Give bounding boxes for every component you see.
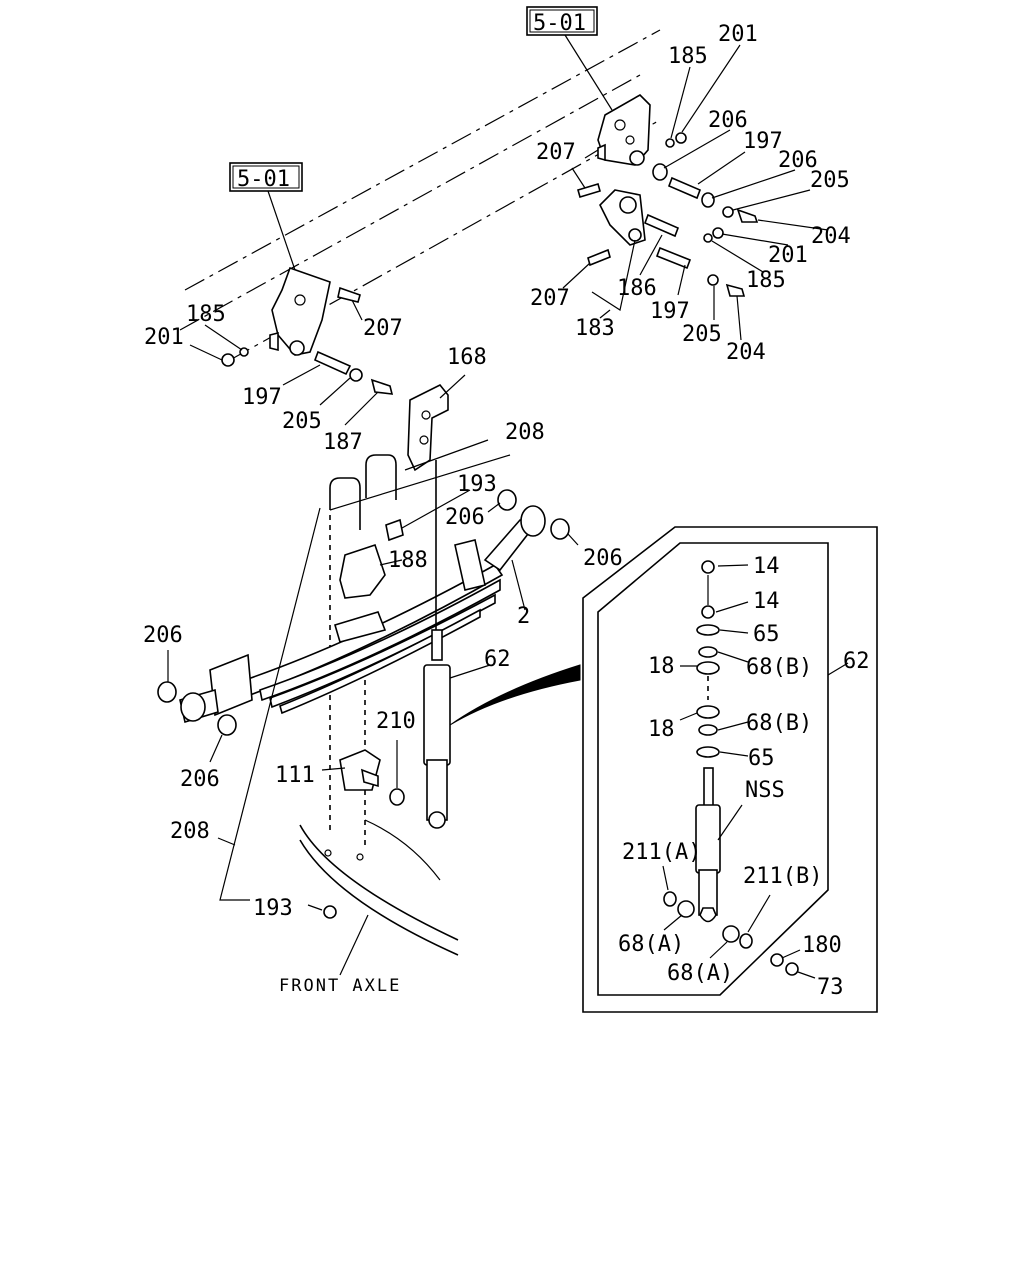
callout-206: 206 bbox=[583, 546, 623, 571]
callout-207: 207 bbox=[530, 286, 570, 311]
shock-absorber-main bbox=[423, 460, 491, 829]
callout-211b: 211(B) bbox=[743, 864, 822, 889]
callout-210: 210 bbox=[376, 709, 416, 734]
callout-68a: 68(A) bbox=[618, 932, 684, 957]
callout-207: 207 bbox=[363, 316, 403, 341]
callout-208: 208 bbox=[505, 420, 545, 445]
callout-188: 188 bbox=[388, 548, 428, 573]
front-axle-outline bbox=[299, 819, 459, 976]
callout-labels-main: 201 185 206 197 207 206 205 201 204 185 … bbox=[143, 22, 851, 996]
callout-206: 206 bbox=[180, 767, 220, 792]
front-pin-hardware bbox=[221, 347, 394, 395]
callout-68b: 68(B) bbox=[746, 655, 812, 680]
spring-eye-washers bbox=[157, 489, 579, 763]
callout-14: 14 bbox=[753, 589, 780, 614]
rear-hanger-bracket bbox=[597, 94, 651, 166]
callout-206: 206 bbox=[778, 148, 818, 173]
callout-206: 206 bbox=[708, 108, 748, 133]
callout-73: 73 bbox=[817, 975, 844, 1000]
leader-208-tick bbox=[217, 837, 236, 846]
callout-62: 62 bbox=[843, 649, 870, 674]
callout-18: 18 bbox=[648, 654, 675, 679]
detail-leader-lines bbox=[662, 564, 816, 979]
callout-205: 205 bbox=[810, 168, 850, 193]
callout-185: 185 bbox=[668, 44, 708, 69]
callout-180: 180 bbox=[802, 933, 842, 958]
leader-lines-left-top bbox=[189, 299, 379, 426]
callout-201: 201 bbox=[144, 325, 184, 350]
callout-111: 111 bbox=[275, 763, 315, 788]
callout-68a: 68(A) bbox=[667, 961, 733, 986]
callout-68b: 68(B) bbox=[746, 711, 812, 736]
callout-65: 65 bbox=[748, 746, 775, 771]
callout-197: 197 bbox=[743, 129, 783, 154]
shock-upper-bracket bbox=[407, 374, 466, 472]
callout-207: 207 bbox=[536, 140, 576, 165]
callout-193: 193 bbox=[457, 472, 497, 497]
callout-197: 197 bbox=[242, 385, 282, 410]
callout-205: 205 bbox=[682, 322, 722, 347]
callout-2: 2 bbox=[517, 604, 530, 629]
section-ref-label: 5-01 bbox=[533, 11, 586, 36]
callout-211a: 211(A) bbox=[622, 840, 701, 865]
callout-186: 186 bbox=[617, 276, 657, 301]
front-hanger-bracket bbox=[269, 266, 361, 356]
callout-201: 201 bbox=[768, 243, 808, 268]
callout-168: 168 bbox=[447, 345, 487, 370]
callout-185: 185 bbox=[186, 302, 226, 327]
callout-197: 197 bbox=[650, 299, 690, 324]
callout-62: 62 bbox=[484, 647, 511, 672]
section-ref-label: 5-01 bbox=[237, 167, 290, 192]
shackle-pins bbox=[643, 176, 702, 270]
callout-187: 187 bbox=[323, 430, 363, 455]
callout-205: 205 bbox=[282, 409, 322, 434]
lower-shock-bracket bbox=[321, 740, 405, 806]
callout-204: 204 bbox=[811, 224, 851, 249]
callout-208: 208 bbox=[170, 819, 210, 844]
callout-185: 185 bbox=[746, 268, 786, 293]
callout-201: 201 bbox=[718, 22, 758, 47]
leaf-spring bbox=[179, 505, 546, 724]
front-axle-label: FRONT AXLE bbox=[279, 976, 401, 996]
spring-clamp-pad bbox=[339, 489, 471, 599]
section-ref-box-top: 5-01 bbox=[526, 6, 613, 111]
callout-193: 193 bbox=[253, 896, 293, 921]
leader-lines-top-right bbox=[562, 44, 829, 341]
callout-183: 183 bbox=[575, 316, 615, 341]
callout-labels-detail: 62 14 14 65 18 68(B) 18 68(B) 65 NSS 211… bbox=[618, 554, 870, 1000]
callout-206: 206 bbox=[445, 505, 485, 530]
detail-pointer-wedge bbox=[449, 664, 581, 726]
section-ref-box-left: 5-01 bbox=[229, 162, 303, 271]
small-hardware-right bbox=[577, 132, 759, 297]
detail-box bbox=[582, 526, 878, 1013]
leader-208-lower bbox=[219, 507, 321, 901]
detail-shock-parts bbox=[663, 560, 799, 976]
callout-206: 206 bbox=[143, 623, 183, 648]
shackle-link bbox=[599, 189, 646, 246]
callout-18: 18 bbox=[648, 717, 675, 742]
callout-14: 14 bbox=[753, 554, 780, 579]
callout-nss: NSS bbox=[745, 778, 785, 803]
callout-204: 204 bbox=[726, 340, 766, 365]
callout-65: 65 bbox=[753, 622, 780, 647]
